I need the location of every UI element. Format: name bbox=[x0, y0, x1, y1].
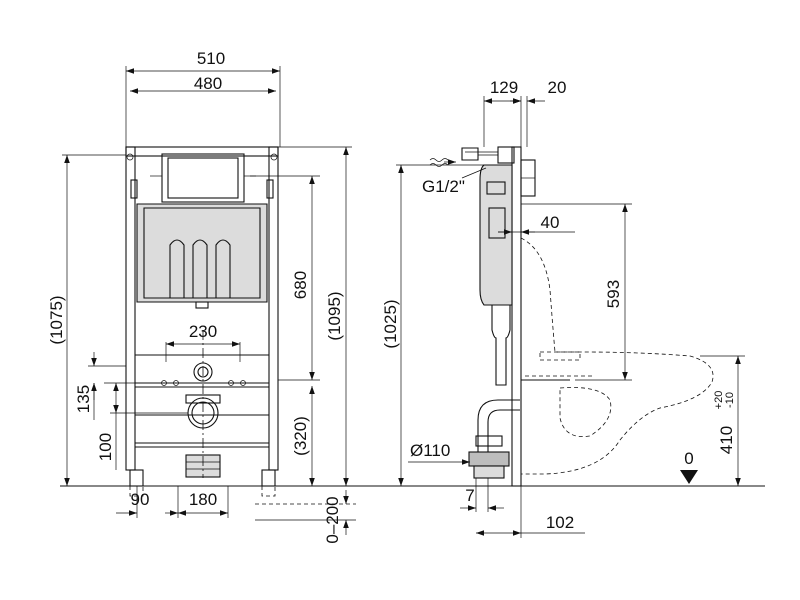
dim-129: 129 bbox=[490, 78, 518, 97]
front-view: 510 480 (1075) 680 (1095) (320) 230 135 bbox=[47, 49, 356, 544]
side-drain-bend bbox=[477, 399, 520, 462]
frame-top-bar bbox=[125, 146, 279, 157]
dim-1025: (1025) bbox=[381, 299, 400, 348]
floor-arrow-icon bbox=[680, 470, 698, 484]
side-view: 129 20 G1/2" 40 593 (1025) Ø110 7 bbox=[381, 78, 745, 538]
dim-20: 20 bbox=[548, 78, 567, 97]
side-frame bbox=[511, 146, 522, 487]
dim-410: 410 bbox=[717, 426, 736, 454]
side-cistern bbox=[479, 164, 513, 306]
cistern bbox=[136, 203, 268, 303]
dim-90: 90 bbox=[131, 490, 150, 509]
dim-680: 680 bbox=[291, 271, 310, 299]
right-foot bbox=[261, 469, 276, 487]
dim-135: 135 bbox=[74, 385, 93, 413]
dim-100: 100 bbox=[96, 433, 115, 461]
dim-0-200: 0–200 bbox=[323, 496, 342, 543]
dim-180: 180 bbox=[189, 490, 217, 509]
dim-510: 510 bbox=[197, 49, 225, 68]
tol-minus: -10 bbox=[724, 392, 736, 408]
flush-plate bbox=[161, 153, 245, 203]
dim-480: 480 bbox=[194, 74, 222, 93]
dim-102: 102 bbox=[546, 513, 574, 532]
tol-plus: +20 bbox=[713, 391, 725, 410]
floor-zero: 0 bbox=[684, 449, 693, 468]
label-g12: G1/2" bbox=[422, 177, 465, 196]
dim-7: 7 bbox=[465, 486, 474, 505]
toilet-outline bbox=[520, 237, 714, 475]
dim-40: 40 bbox=[541, 213, 560, 232]
left-foot bbox=[129, 469, 144, 487]
dim-230: 230 bbox=[189, 322, 217, 341]
dim-1095: (1095) bbox=[325, 291, 344, 340]
dim-d110: Ø110 bbox=[410, 441, 450, 460]
dim-1075: (1075) bbox=[47, 295, 66, 344]
dim-320: (320) bbox=[291, 416, 310, 456]
dim-593: 593 bbox=[604, 280, 623, 308]
